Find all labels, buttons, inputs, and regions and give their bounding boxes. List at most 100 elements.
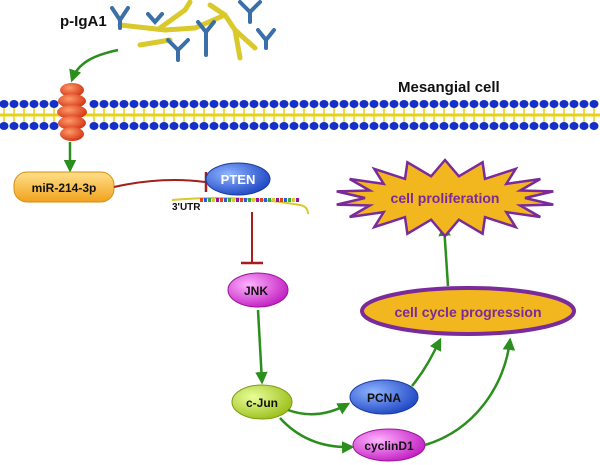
lipid-head [39,100,49,108]
lipid-head [329,122,339,130]
lipid-head [359,100,369,108]
cyclin-to-cellcycle-arrow [424,337,516,447]
lipid-head [259,100,269,108]
mrna-base [268,198,271,202]
mrna-base [260,198,263,202]
lipid-head [489,100,499,108]
lipid-head [309,100,319,108]
lipid-head [459,122,469,130]
lipid-head [539,122,549,130]
pcna-to-cellcycle-arrow [411,337,442,387]
lipid-head [169,122,179,130]
lipid-head [269,122,279,130]
lipid-head [279,100,289,108]
lipid-head [189,100,199,108]
cell-cycle-node [360,286,576,336]
cell-membrane [0,100,600,130]
lipid-head [339,122,349,130]
lipid-head [149,122,159,130]
mrna-base [296,198,299,202]
lipid-head [0,122,9,130]
mirna-inhibition-line [113,178,206,188]
lipid-head [29,122,39,130]
lipid-head [499,122,509,130]
lipid-head [189,122,199,130]
lipid-head [9,100,19,108]
lipid-head [39,122,49,130]
binding-arrow [69,48,119,83]
lipid-head [109,122,119,130]
lipid-head [49,122,59,130]
mrna-base [288,198,291,202]
lipid-head [369,100,379,108]
lipid-head [529,122,539,130]
lipid-head [249,100,259,108]
cell-cycle-label: cell cycle progression [394,304,541,320]
mrna-base [284,198,287,202]
lipid-head [489,122,499,130]
lipid-head [349,100,359,108]
lipid-head [19,100,29,108]
lipid-head [419,122,429,130]
lipid-head [379,100,389,108]
mrna-base [264,198,267,202]
mrna-base [232,198,235,202]
lipid-head [419,100,429,108]
lipid-head [399,100,409,108]
mrna-base [252,198,255,202]
mrna-base [228,198,231,202]
mrna-base [236,198,239,202]
lipid-head [329,100,339,108]
lipid-head [249,122,259,130]
cjun-to-cyclin-arrow [279,417,355,454]
lipid-head [519,100,529,108]
lipid-head [159,122,169,130]
lipid-head [119,122,129,130]
lipid-head [309,122,319,130]
lipid-head [229,122,239,130]
lipid-head [209,100,219,108]
mrna-base [220,198,223,202]
proliferation-burst [336,158,554,238]
pcna-node [349,379,419,415]
lipid-head [159,100,169,108]
lipid-head [199,100,209,108]
mrna-strand [171,196,309,215]
lipid-head [0,100,9,108]
mrna-base [240,198,243,202]
lipid-head [429,100,439,108]
lipid-head [299,100,309,108]
lipid-head [89,100,99,108]
membrane-title: Mesangial cell [398,79,500,96]
lipid-head [239,100,249,108]
lipid-head [219,100,229,108]
mrna-base [272,198,275,202]
pten-label: PTEN [221,172,256,187]
lipid-head [319,100,329,108]
lipid-head [269,100,279,108]
lipid-head [369,122,379,130]
mirna-label: miR-214-3p [32,181,97,195]
lipid-head [499,100,509,108]
lipid-head [99,122,109,130]
lipid-head [509,122,519,130]
lipid-head [389,100,399,108]
lipid-head [259,122,269,130]
lipid-head [439,122,449,130]
lipid-head [119,100,129,108]
lipid-head [569,100,579,108]
jnk-to-cjun-arrow [255,309,268,385]
lipid-head [89,122,99,130]
mrna-base [216,198,219,202]
lipid-head [529,100,539,108]
igA1-antibody-icon [110,0,276,62]
lipid-head [439,100,449,108]
lipid-head [459,100,469,108]
lipid-head [539,100,549,108]
lipid-head [99,100,109,108]
lipid-head [219,122,229,130]
lipid-head [9,122,19,130]
lipid-head [129,100,139,108]
mrna-base [276,198,279,202]
